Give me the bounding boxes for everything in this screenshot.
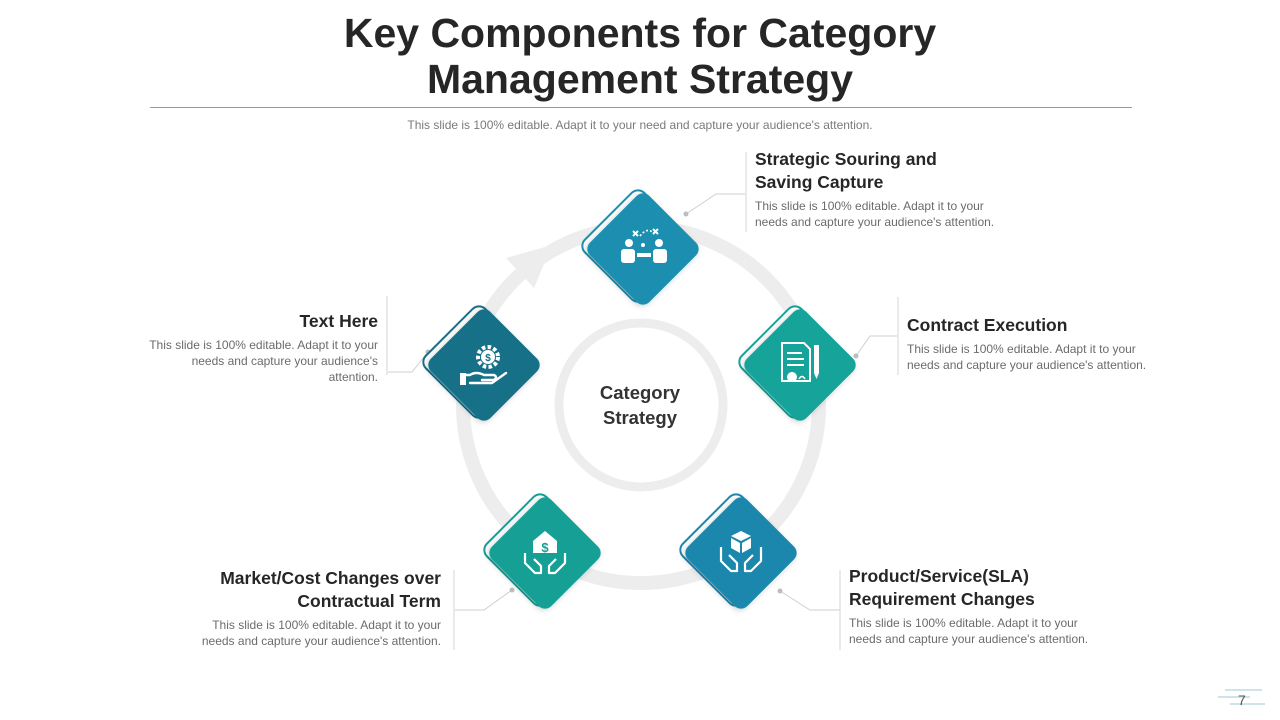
diamond-node-5: $: [422, 305, 540, 421]
component-heading-line-2: Saving Capture: [755, 172, 884, 192]
center-label-line-1: Category: [599, 382, 681, 403]
component-description: This slide is 100% editable. Adapt it to…: [907, 342, 1147, 372]
slide-title-line-1: Key Components for Category: [343, 10, 937, 56]
connector-dot-3: [777, 588, 783, 594]
svg-text:$: $: [541, 540, 549, 555]
inner-ring: [554, 318, 728, 492]
slide-subtitle: This slide is 100% editable. Adapt it to…: [407, 118, 873, 132]
component-block-3: Product/Service(SLA) Requirement Changes…: [849, 565, 1089, 647]
component-block-5: Text Here This slide is 100% editable. A…: [140, 310, 378, 385]
page-number: 7: [1238, 692, 1246, 708]
diamond-node-4: $: [483, 493, 601, 609]
connector-4: [455, 589, 513, 611]
component-heading: Market/Cost Changes over Contractual Ter…: [195, 567, 441, 613]
component-block-4: Market/Cost Changes over Contractual Ter…: [195, 567, 441, 649]
title-divider: [150, 107, 1132, 108]
slide-title-line-2: Management Strategy: [426, 56, 854, 102]
component-heading-line-1: Strategic Souring and: [755, 149, 937, 169]
ring-arrowhead: [506, 245, 552, 288]
component-heading-line-1: Market/Cost Changes over: [220, 568, 441, 588]
diamond-node-3: [679, 493, 797, 609]
component-description: This slide is 100% editable. Adapt it to…: [201, 618, 441, 648]
component-heading-line-1: Text Here: [299, 311, 378, 331]
slide-title: Key Components for Category Management S…: [0, 10, 1280, 102]
component-heading-line-2: Contractual Term: [297, 591, 441, 611]
hands-money-house-icon: $: [523, 531, 567, 575]
connector-5: [388, 351, 429, 373]
svg-text:$: $: [485, 353, 491, 364]
strategy-team-icon: [621, 228, 667, 263]
center-label: Category Strategy: [560, 380, 720, 430]
connector-dot-1: [683, 211, 689, 217]
connector-1: [685, 193, 745, 215]
hands-box-icon: [719, 531, 763, 573]
center-label-line-2: Strategy: [602, 407, 678, 428]
component-heading-line-1: Contract Execution: [907, 315, 1068, 335]
connector-2: [855, 335, 897, 357]
diamond-node-2: [738, 305, 856, 421]
component-description: This slide is 100% editable. Adapt it to…: [849, 616, 1089, 646]
component-description: This slide is 100% editable. Adapt it to…: [149, 338, 378, 384]
connector-dot-2: [853, 353, 859, 359]
component-block-2: Contract Execution This slide is 100% ed…: [907, 314, 1147, 373]
component-heading: Strategic Souring and Saving Capture: [755, 148, 995, 194]
component-heading: Text Here: [140, 310, 378, 333]
corner-decoration: [1218, 689, 1265, 705]
component-description: This slide is 100% editable. Adapt it to…: [755, 199, 995, 229]
component-heading-line-1: Product/Service(SLA): [849, 566, 1029, 586]
connector-3: [779, 590, 840, 611]
diamond-node-1: [581, 189, 699, 305]
component-block-1: Strategic Souring and Saving Capture Thi…: [755, 148, 995, 230]
contract-certificate-icon: [781, 342, 819, 382]
connector-dot-4: [509, 587, 515, 593]
component-heading: Product/Service(SLA) Requirement Changes: [849, 565, 1089, 611]
component-heading-line-2: Requirement Changes: [849, 589, 1035, 609]
component-heading: Contract Execution: [907, 314, 1147, 337]
hand-gear-money-icon: $: [460, 345, 508, 385]
